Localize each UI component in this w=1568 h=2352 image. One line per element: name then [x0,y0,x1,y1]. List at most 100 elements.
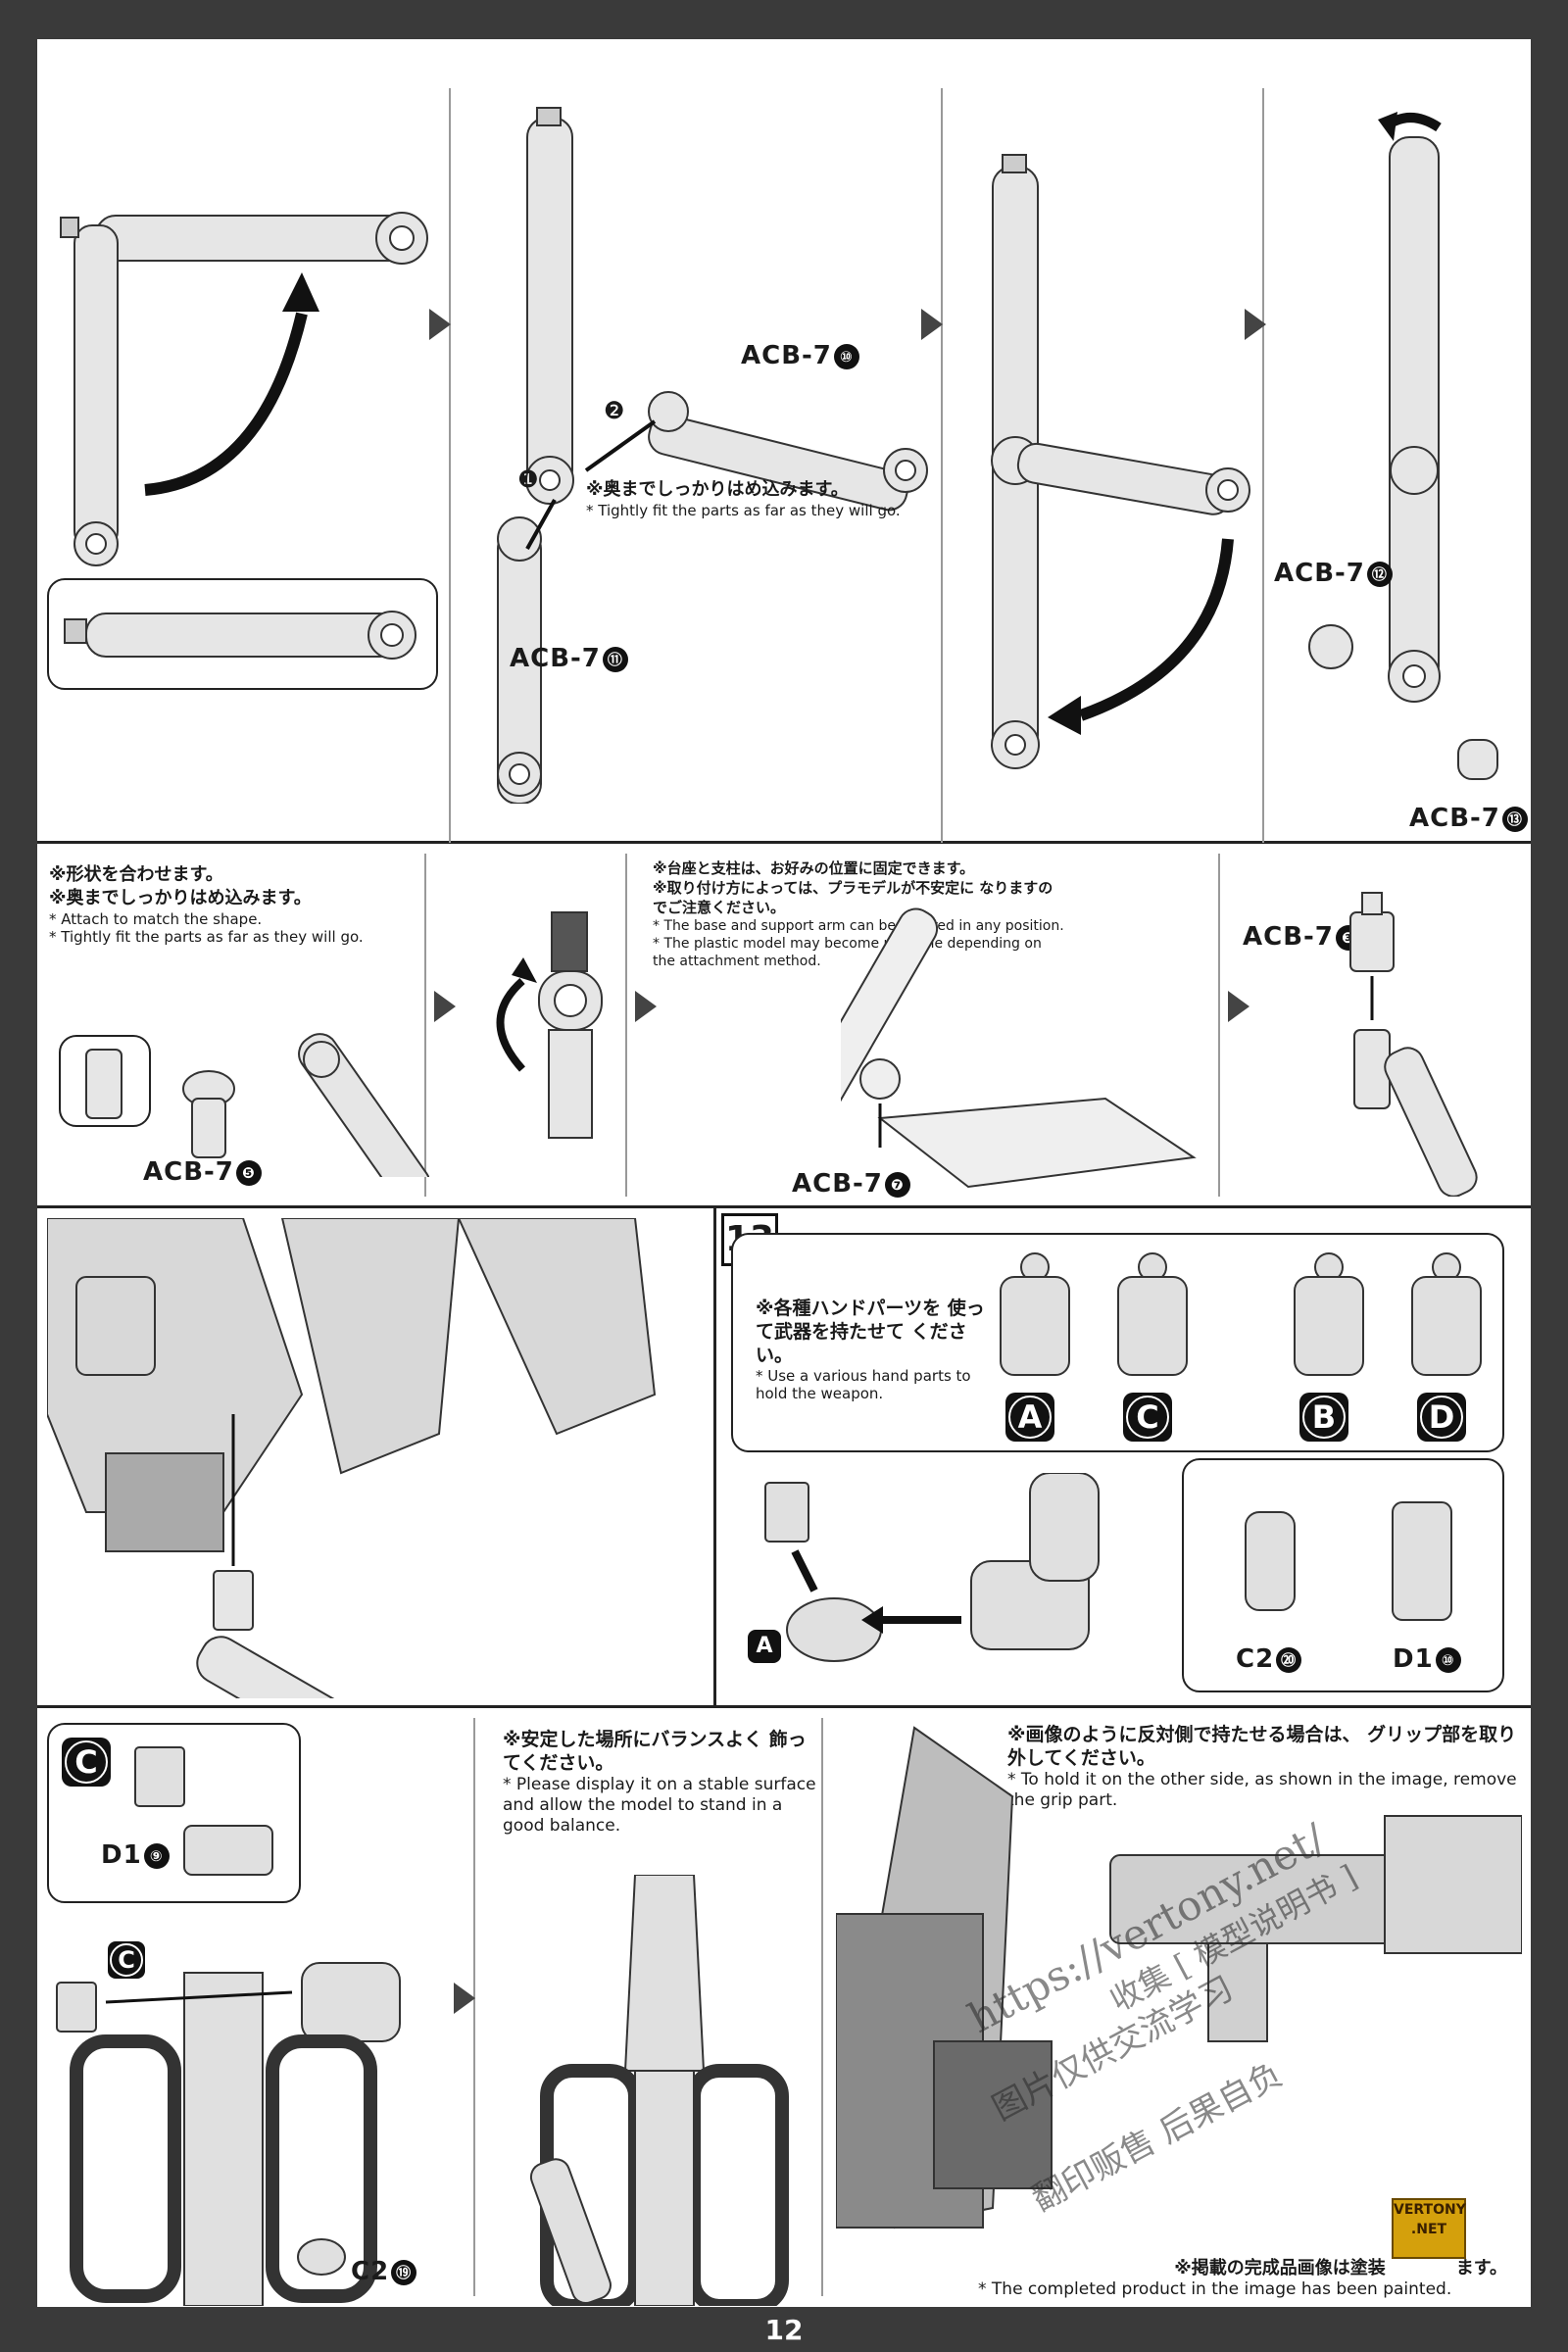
shape-notes: ※形状を合わせます。 ※奥までしっかりはめ込みます。 * Attach to m… [49,863,421,946]
flow-arrow [454,1983,475,2014]
hand-note-en: * Use a various hand parts to hold the w… [756,1367,971,1402]
part-acb7-7-text: ACB-7 [792,1169,883,1199]
note-fit-en: * Tightly fit the parts as far as they w… [49,928,364,946]
section-3-right: 13 ※各種ハンドパーツを 使って武器を持たせて ください。 * Use a v… [716,1208,1531,1705]
hand-note-jp: ※各種ハンドパーツを 使って武器を持たせて ください。 [756,1298,985,1366]
note-unstable-jp: ※取り付け方によっては、プラモデルが不安定に なりますのでご注意ください。 [653,879,1054,916]
part-d1-text: D1 [1393,1644,1434,1674]
section-3-left [37,1208,713,1705]
rotation-illustration [496,911,603,1139]
note-shape-en: * Attach to match the shape. [49,910,263,928]
display-note-en: * Please display it on a stable surface … [503,1775,816,1836]
vertony-logo: VERTONY .NET [1392,2198,1466,2259]
display-note-jp: ※安定した場所にバランスよく 飾ってください。 [503,1729,807,1774]
page-frame-top [0,0,1568,39]
flow-arrow [434,991,456,1022]
hand-badge-c-label: C [1126,1396,1169,1439]
arm-illustration-1 [60,212,428,566]
grip-note-jp: ※画像のように反対側で持たせる場合は、 グリップ部を取り外してください。 [1007,1724,1517,1769]
note-base-en: * The base and support arm can be secure… [653,918,1064,934]
part-acb7-3-text: ACB-7 [1243,922,1334,952]
section-2: ※形状を合わせます。 ※奥までしっかりはめ込みます。 * Attach to m… [37,844,1531,1205]
part-number-10: ⑩ [833,343,859,369]
part-number-5: ❺ [235,1159,262,1186]
hand-badge-c-grip: C [62,1738,111,1787]
grip-note-en: * To hold it on the other side, as shown… [1007,1770,1517,1810]
divider-s1-c [1262,88,1264,843]
page-number: 12 [764,2314,804,2346]
part-number-19: ⑲ [391,2259,417,2285]
divider-3 [37,1705,1531,1708]
flow-arrow [1245,309,1266,340]
hand-d-illustration [1411,1252,1482,1376]
painted-mech-image [836,1726,1522,2230]
hand-badge-b-label: B [1302,1396,1346,1439]
divider-2 [37,1205,1531,1208]
mech-closeup [47,1218,657,1698]
hand-badge-c-grip-label: C [65,1740,108,1784]
hand-attach-illustration [764,1473,1100,1662]
grip-note: ※画像のように反対側で持たせる場合は、 グリップ部を取り外してください。 * T… [1007,1723,1517,1811]
hand-parts-note: ※各種ハンドパーツを 使って武器を持たせて ください。 * Use a vari… [756,1297,991,1402]
hand-badge-a: A [1005,1393,1054,1442]
hand-badge-d: D [1417,1393,1466,1442]
painted-note-jp: ※掲載の完成品画像は塗装ます。 [978,2257,1527,2280]
flow-arrow [921,309,943,340]
part-number-7: ❼ [884,1171,910,1198]
hand-c-illustration [1117,1252,1188,1376]
part-number-12: ⑫ [1366,561,1393,587]
part-acb7-13-text: ACB-7 [1409,804,1500,833]
base-notes: ※台座と支柱は、お好みの位置に固定できます。 ※取り付け方によっては、プラモデル… [653,858,1064,970]
hand-b-illustration [1294,1252,1364,1376]
note-fit-jp: ※奥までしっかりはめ込みます。 [49,888,312,908]
base-illustration [841,907,1197,1189]
flow-arrow [1228,991,1250,1022]
grip-parts-illustration [134,1746,273,1876]
fit-note-en: * Tightly fit the parts as far as they w… [586,502,901,519]
note-shape-jp: ※形状を合わせます。 [49,864,223,885]
part-number-20: ⑳ [1276,1646,1302,1673]
note-unstable-en: * The plastic model may become unstable … [653,936,1042,969]
hand-badge-d-label: D [1420,1396,1463,1439]
part-acb7-11-text: ACB-7 [510,644,601,673]
page-frame-left [0,0,37,2352]
part-number-13: ⑬ [1501,806,1528,832]
divider-s2-a [424,854,426,1197]
vertony-logo-line-2: .NET [1410,2222,1447,2237]
hand-badge-c-attach-label: C [110,1943,143,1977]
part-acb7-10-text: ACB-7 [741,341,832,370]
hand-alt-illustration [1245,1501,1452,1621]
arm-illustration-2 [497,107,928,804]
hand-a-marker: A [748,1630,781,1663]
part-number-10b: ⑩ [1435,1646,1461,1673]
divider-1 [37,841,1531,844]
divider-section3 [713,1205,716,1705]
part-number-9: ⑨ [143,1842,170,1869]
painted-note-jp-end: ます。 [1455,2258,1507,2278]
divider-s2-b [625,854,627,1197]
connector-illustration [1349,892,1478,1197]
weapon-grip-illustration [56,1962,401,2306]
part-acb7-12-text: ACB-7 [1274,559,1365,588]
fit-note-jp: ※奥までしっかりはめ込みます。 [586,479,849,500]
painted-note: ※掲載の完成品画像は塗装ます。 * The completed product … [978,2257,1527,2298]
hand-a-illustration [1000,1252,1070,1376]
hand-badge-c: C [1123,1393,1172,1442]
part-acb7-5-text: ACB-7 [143,1157,234,1187]
vertony-logo-line-1: VERTONY [1394,2202,1466,2218]
hand-badge-b: B [1299,1393,1348,1442]
step-1-marker: ❶ [517,466,539,493]
arm-illustration-4 [1308,112,1498,780]
divider-s1-a [449,88,451,843]
part-d1-9-text: D1 [101,1840,142,1870]
note-base-jp: ※台座と支柱は、お好みの位置に固定できます。 [653,859,975,877]
divider-s4-b [821,1718,823,2296]
